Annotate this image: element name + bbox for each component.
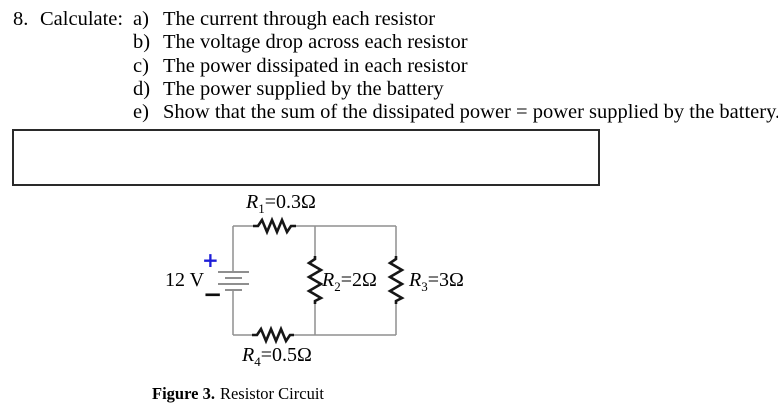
figure-caption: Figure 3.Resistor Circuit	[152, 384, 324, 404]
r4-symbol-text: R	[242, 344, 255, 366]
r3-label: R3=3Ω	[409, 269, 464, 294]
r1-symbol-text: R	[246, 191, 259, 213]
item-marker: a)	[133, 8, 149, 30]
battery-symbol	[218, 271, 249, 291]
figure-caption-number: Figure 3.	[152, 384, 215, 403]
r1-value: =0.3Ω	[264, 191, 316, 213]
question-verb: Calculate:	[40, 8, 124, 30]
problem-line: e) Show that the sum of the dissipated p…	[0, 101, 778, 124]
r1-label: R1=0.3Ω	[246, 191, 316, 216]
problem-line: c) The power dissipated in each resistor	[0, 55, 778, 78]
item-text: Show that the sum of the dissipated powe…	[163, 101, 778, 124]
problem-line: b) The voltage drop across each resistor	[0, 31, 778, 54]
item-marker: e)	[133, 101, 149, 124]
item-marker: d)	[133, 77, 151, 100]
r2-subscript: 2	[334, 279, 341, 294]
question-number: 8.	[13, 8, 29, 30]
problem-line: d) The power supplied by the battery	[0, 78, 778, 101]
item-marker: c)	[133, 54, 149, 77]
r3-value: =3Ω	[427, 269, 464, 291]
r1-subscript: 1	[258, 201, 265, 216]
item-text: The power supplied by the battery	[163, 77, 444, 100]
r2-value: =2Ω	[340, 269, 377, 291]
r2-label: R2=2Ω	[322, 269, 377, 294]
problem-line: 8. Calculate: a) The current through eac…	[0, 8, 778, 31]
battery-plus-icon: +	[202, 248, 219, 272]
r4-value: =0.5Ω	[260, 344, 312, 366]
r4-label: R4=0.5Ω	[242, 344, 312, 369]
r4-resistor-symbol	[252, 325, 294, 345]
r1-resistor-symbol	[253, 216, 296, 236]
battery-voltage-label: 12 V	[165, 269, 205, 291]
item-marker: b)	[133, 31, 151, 54]
problem-statement: 8. Calculate: a) The current through eac…	[0, 8, 778, 124]
r3-resistor-symbol	[387, 256, 405, 304]
figure-caption-title: Resistor Circuit	[219, 384, 324, 403]
item-text: The power dissipated in each resistor	[163, 54, 468, 77]
r2-resistor-symbol	[306, 256, 324, 304]
battery-minus-icon: −	[203, 282, 223, 308]
r3-subscript: 3	[421, 279, 428, 294]
r2-symbol-text: R	[322, 269, 335, 291]
answer-box	[12, 129, 600, 186]
r4-subscript: 4	[254, 354, 261, 369]
r3-symbol-text: R	[409, 269, 422, 291]
item-text: The voltage drop across each resistor	[163, 31, 468, 54]
item-text: The current through each resistor	[163, 8, 436, 30]
